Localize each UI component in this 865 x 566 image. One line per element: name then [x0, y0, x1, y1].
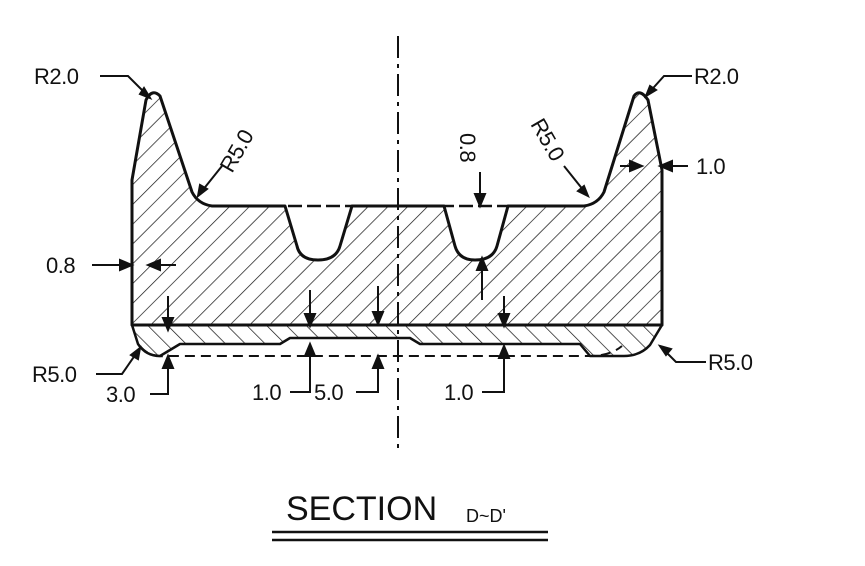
- dim-offset-center-a: 1.0: [252, 380, 281, 405]
- dim-offset-bottom-left: 3.0: [106, 382, 135, 407]
- dim-radius-top-right: R2.0: [694, 64, 739, 89]
- dim-wall-thickness-left: 0.8: [46, 253, 75, 278]
- dim-radius-bottom-left: R5.0: [32, 362, 77, 387]
- dim-groove-depth: 0.8: [455, 133, 480, 162]
- dim-radius-inner-right: R5.0: [526, 114, 570, 165]
- dim-offset-bottom-right: 1.0: [444, 380, 473, 405]
- dim-radius-top-left: R2.0: [34, 64, 79, 89]
- dim-radius-bottom-right: R5.0: [708, 350, 753, 375]
- hidden-outline: [139, 345, 623, 358]
- section-title-prefix: SECTION: [286, 490, 437, 528]
- dim-wall-offset-right: 1.0: [696, 154, 725, 179]
- section-title-designation: D~D': [466, 506, 506, 526]
- dim-radius-inner-left: R5.0: [215, 125, 259, 176]
- dim-offset-center-b: 5.0: [314, 380, 343, 405]
- leader-lines: [92, 75, 706, 395]
